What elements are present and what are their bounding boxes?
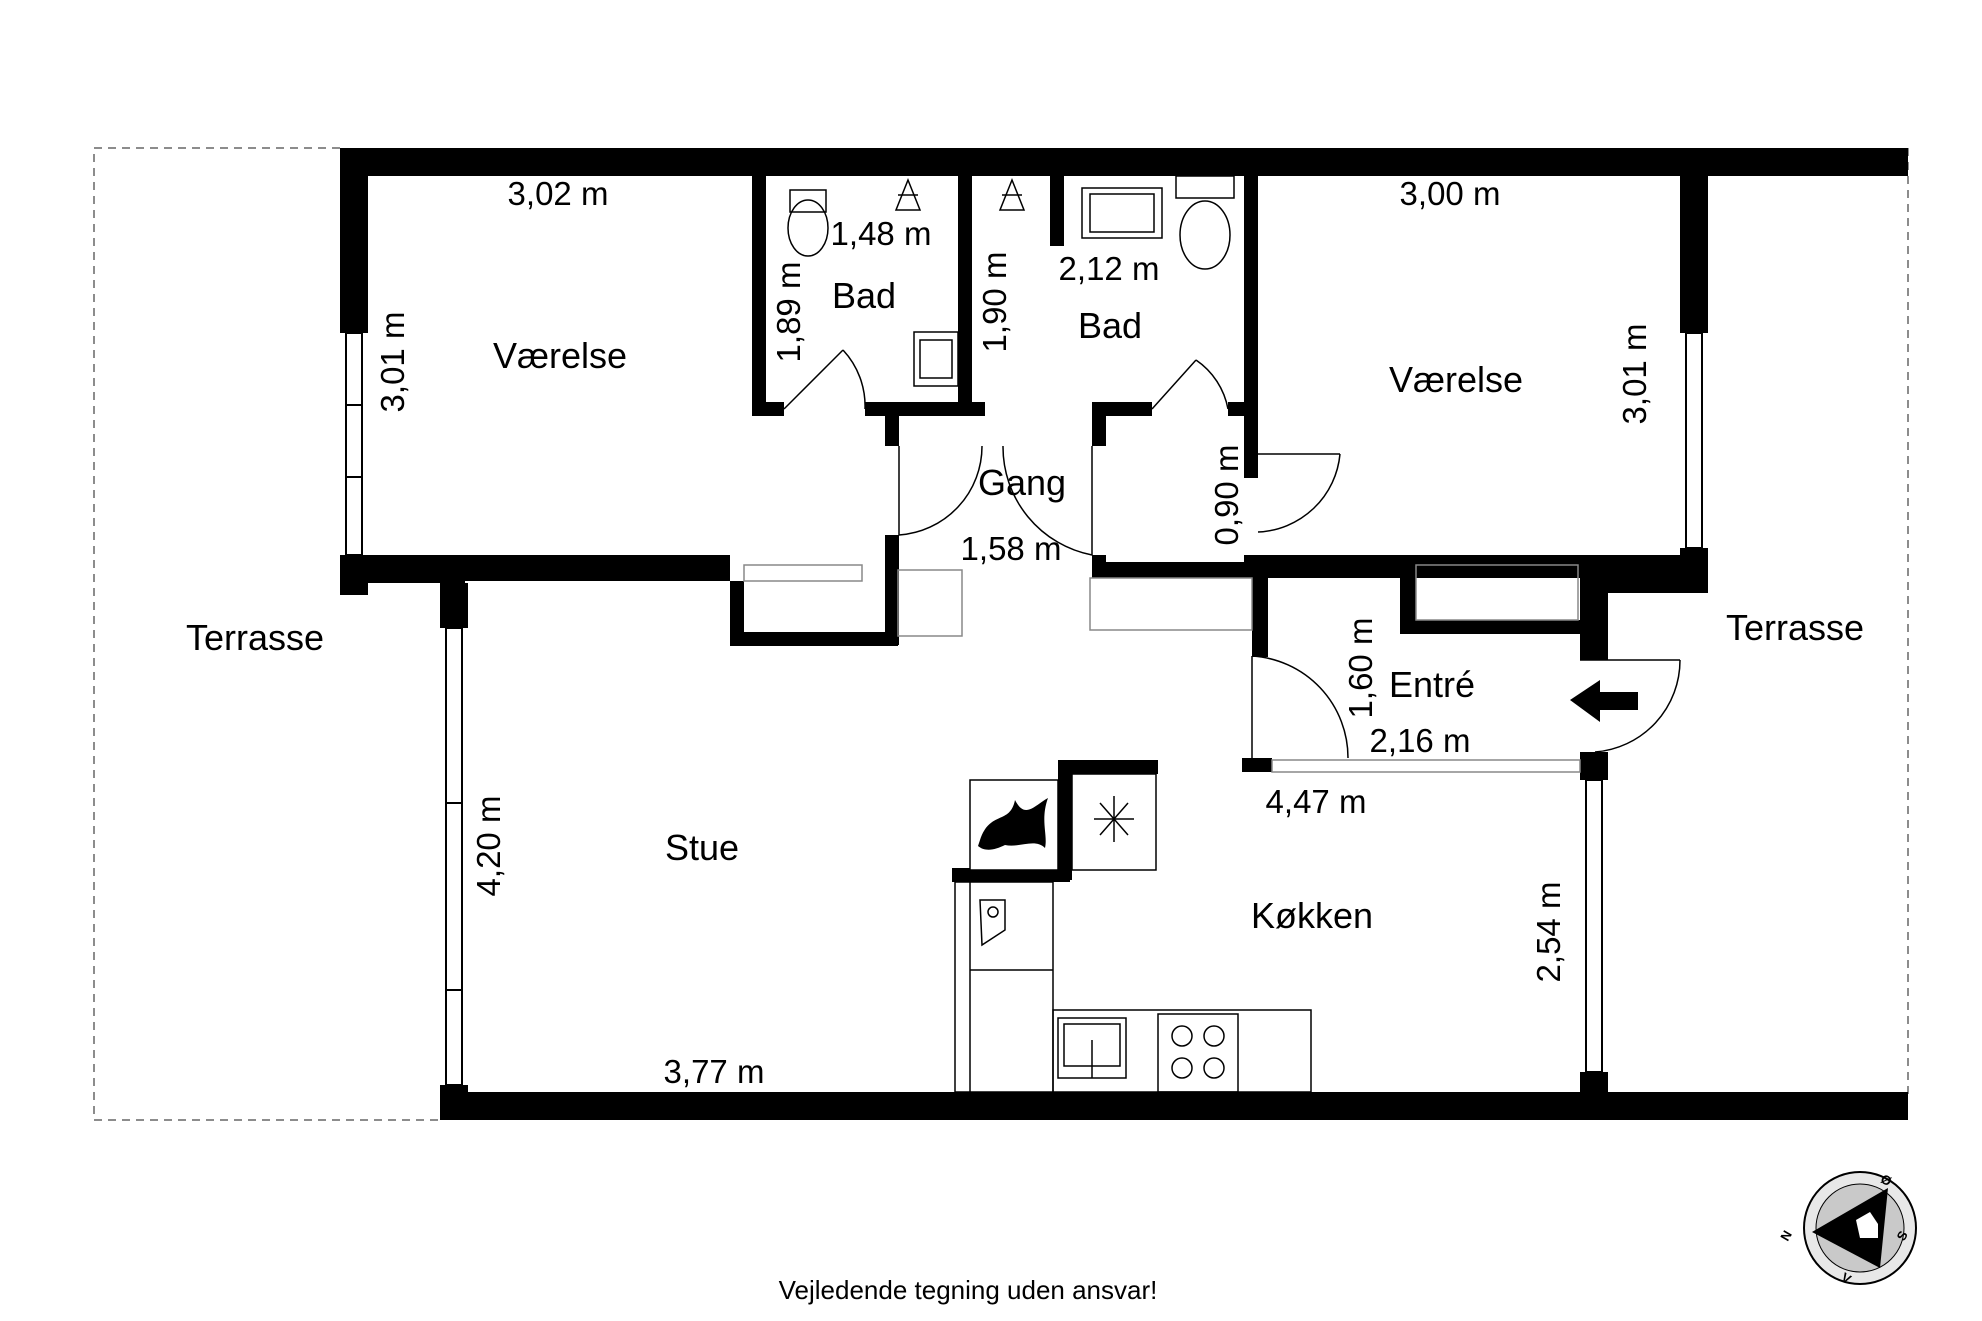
room-label-terrasse-left: Terrasse	[186, 617, 324, 658]
dim-vaerelse-left-width: 3,02 m	[508, 175, 609, 212]
compass-n: N	[1777, 1228, 1795, 1244]
room-label-bad-right: Bad	[1078, 305, 1142, 346]
dim-vaerelse-right-width: 3,00 m	[1400, 175, 1501, 212]
wardrobes	[743, 564, 1581, 773]
room-label-vaerelse-left: Værelse	[493, 335, 627, 376]
compass-icon: N Ø S V	[1777, 1171, 1917, 1287]
washbasin-icon	[913, 331, 959, 387]
sink-icon	[1057, 1017, 1127, 1079]
dim-gang-width: 1,58 m	[961, 530, 1062, 567]
room-label-terrasse-right: Terrasse	[1726, 607, 1864, 648]
dim-stue-width: 3,77 m	[664, 1053, 765, 1090]
room-label-entre: Entré	[1389, 664, 1475, 705]
dim-bad-right-width: 2,12 m	[1059, 250, 1160, 287]
dim-stue-height: 4,20 m	[470, 796, 507, 897]
dim-koekken-height: 2,54 m	[1530, 882, 1567, 983]
dim-bad-right-height: 1,90 m	[976, 252, 1013, 353]
stove-icon	[1157, 1013, 1239, 1093]
terrace-outlines	[93, 147, 1909, 1121]
windows	[345, 332, 1703, 1086]
washbasin-icon	[1081, 187, 1163, 239]
disclaimer: Vejledende tegning uden ansvar!	[779, 1275, 1158, 1305]
dim-gang-height: 0,90 m	[1208, 445, 1245, 546]
shower-icon	[894, 177, 922, 211]
room-label-gang: Gang	[978, 462, 1066, 503]
fireplace-icon	[969, 779, 1059, 871]
dim-koekken-width: 4,47 m	[1266, 783, 1367, 820]
entry-arrow-icon	[1570, 680, 1638, 722]
dim-bad-left-height: 1,89 m	[770, 262, 807, 363]
shower-icon	[998, 177, 1026, 211]
exterior-walls	[340, 148, 1908, 1120]
room-label-bad-left: Bad	[832, 275, 896, 316]
fridge-icon	[1071, 773, 1157, 871]
dim-vaerelse-left-height: 3,01 m	[374, 312, 411, 413]
toilet-icon	[1175, 175, 1235, 270]
dim-vaerelse-right-height: 3,01 m	[1616, 324, 1653, 425]
door-swings	[783, 349, 1681, 759]
toilet-icon	[787, 189, 829, 257]
room-label-vaerelse-right: Værelse	[1389, 359, 1523, 400]
dim-bad-left-width: 1,48 m	[831, 215, 932, 252]
dim-entre-height: 1,60 m	[1342, 618, 1379, 719]
dim-entre-width: 2,16 m	[1370, 722, 1471, 759]
interior-walls	[340, 176, 1684, 882]
room-label-koekken: Køkken	[1251, 895, 1373, 936]
room-label-stue: Stue	[665, 827, 739, 868]
dishwasher-icon	[979, 899, 1006, 947]
